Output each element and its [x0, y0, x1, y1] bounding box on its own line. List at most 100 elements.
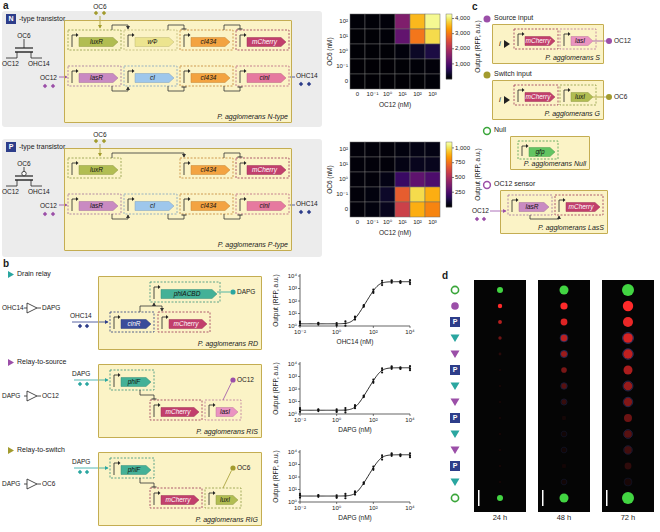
colorbar-step — [446, 24, 452, 25]
panel-heading: OC12 sensor — [494, 180, 535, 188]
fit-curve — [300, 455, 410, 496]
promoter-symbol — [522, 146, 526, 156]
gene-frame — [110, 458, 154, 478]
cell-box: P. agglomerans RIS — [98, 364, 262, 438]
signal-label: OHC14 — [28, 188, 50, 195]
colony-green — [622, 492, 634, 504]
relay-icon — [8, 359, 14, 366]
colorbar-step — [446, 204, 452, 205]
colorbar-step — [446, 27, 452, 28]
heatmap-cell — [410, 142, 425, 157]
data-point — [381, 280, 383, 282]
colorbar-step — [446, 158, 452, 159]
data-point — [317, 408, 319, 410]
tick-label: 10⁻² — [294, 417, 306, 424]
regulation-line — [593, 97, 606, 98]
chart-axes — [300, 450, 410, 502]
data-point — [354, 490, 356, 492]
gene-frame — [110, 312, 154, 332]
scale-bar — [606, 490, 608, 506]
heatmap-cell — [410, 14, 425, 29]
colorbar-step — [446, 18, 452, 19]
molecule-diamond — [78, 324, 82, 328]
colorbar-step — [446, 181, 452, 182]
data-point — [317, 494, 319, 496]
colorbar-step — [446, 50, 452, 51]
colorbar-step — [446, 193, 452, 194]
tick-label: 10² — [288, 386, 297, 393]
gene-name: luxR — [90, 166, 103, 173]
tick-label: 10³ — [288, 461, 297, 468]
axis-tick — [410, 326, 411, 328]
colorbar-step — [446, 149, 452, 150]
colony-green — [622, 284, 634, 296]
signal-label: DAPG — [2, 392, 20, 399]
colony-red — [625, 463, 632, 470]
arrow-head — [105, 466, 109, 470]
axis-tick — [373, 414, 374, 416]
panel-heading: -type transistor — [19, 143, 65, 151]
tick-label: 10² — [288, 298, 297, 305]
axis-title: OC6 (nM) — [325, 165, 332, 194]
tick-label: 10² — [369, 505, 378, 512]
promoter-head — [244, 197, 247, 201]
signal-label: DAPG — [2, 480, 20, 487]
promoter-symbol — [114, 375, 118, 387]
arrow-head — [182, 154, 186, 158]
tick-label: 10⁰ — [288, 499, 297, 506]
type-badge — [450, 461, 460, 471]
colorbar-step — [446, 165, 452, 166]
data-point — [336, 497, 338, 499]
data-point — [344, 407, 346, 409]
heatmap-cell — [350, 74, 365, 89]
colorbar-step — [446, 46, 452, 47]
promoter-symbol — [184, 71, 188, 83]
promoter-symbol — [240, 163, 244, 175]
data-point — [299, 407, 301, 409]
gene-name: luxR — [90, 38, 103, 45]
tick-label: 10³ — [288, 373, 297, 380]
gene-name: lasR — [90, 202, 103, 209]
gene-frame — [68, 66, 121, 86]
promoter-symbol — [154, 287, 158, 299]
data-point — [372, 291, 374, 293]
colony-red — [625, 479, 632, 486]
tick-label: 10² — [413, 91, 422, 98]
tick-label: 10⁰ — [332, 505, 341, 512]
heatmap-cell — [425, 157, 440, 172]
promoter-head — [118, 461, 121, 465]
colorbar-step — [446, 146, 452, 147]
data-point — [391, 453, 393, 455]
colorbar-step — [446, 169, 452, 170]
colorbar-step — [446, 47, 452, 48]
data-point — [381, 456, 383, 458]
relay-symbol — [27, 303, 37, 313]
axis-tick — [298, 376, 300, 377]
colony-red — [561, 383, 566, 388]
axis-title: Output (RFP, a.u.) — [271, 275, 278, 327]
heatmap-cell — [395, 44, 410, 59]
colorbar-step — [446, 59, 452, 60]
panel-heading: Relay-to-switch — [17, 446, 65, 454]
molecule-diamond — [85, 382, 89, 386]
colorbar-step — [446, 28, 452, 29]
promoter-head — [118, 373, 121, 377]
data-point — [344, 411, 346, 413]
colorbar-step — [446, 190, 452, 191]
molecule-diamond — [94, 11, 98, 15]
gene-frame — [205, 400, 241, 420]
tick-label: 10⁰ — [332, 417, 341, 424]
tick-label: 10⁴ — [288, 361, 297, 368]
colorbar-step — [446, 76, 452, 77]
repression-bar — [238, 215, 243, 216]
data-point — [299, 493, 301, 495]
panel-letter: b — [3, 258, 9, 269]
colorbar-step — [446, 60, 452, 61]
colorbar-step — [446, 68, 452, 69]
regulation-line — [112, 153, 184, 158]
colorbar-step — [446, 42, 452, 43]
gene-name: luxI — [575, 93, 585, 100]
gene-frame — [68, 158, 121, 178]
colony-red — [499, 401, 502, 404]
colorbar-step — [446, 41, 452, 42]
